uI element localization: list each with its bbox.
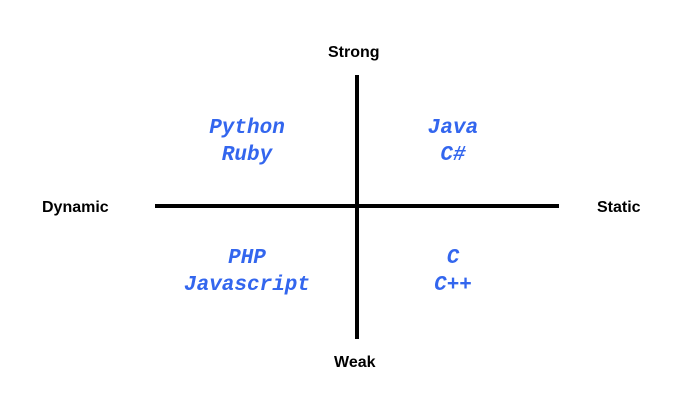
language-label: Java bbox=[427, 117, 479, 140]
language-label: C# bbox=[440, 144, 466, 167]
axis-label-static: Static bbox=[597, 199, 641, 216]
language-label: C++ bbox=[434, 274, 472, 297]
axis-label-weak: Weak bbox=[334, 354, 376, 371]
axis-label-dynamic: Dynamic bbox=[42, 199, 109, 216]
axis-label-strong: Strong bbox=[328, 44, 380, 61]
language-label: PHP bbox=[228, 247, 266, 270]
quadrant-strong-static: Java C# bbox=[353, 115, 553, 169]
language-label: Ruby bbox=[221, 144, 273, 167]
vertical-axis bbox=[355, 75, 359, 339]
language-label: C bbox=[446, 247, 460, 270]
language-label: Javascript bbox=[183, 274, 311, 297]
quadrant-strong-dynamic: Python Ruby bbox=[147, 115, 347, 169]
quadrant-weak-dynamic: PHP Javascript bbox=[147, 245, 347, 299]
quadrant-weak-static: C C++ bbox=[353, 245, 553, 299]
language-label: Python bbox=[209, 117, 285, 140]
